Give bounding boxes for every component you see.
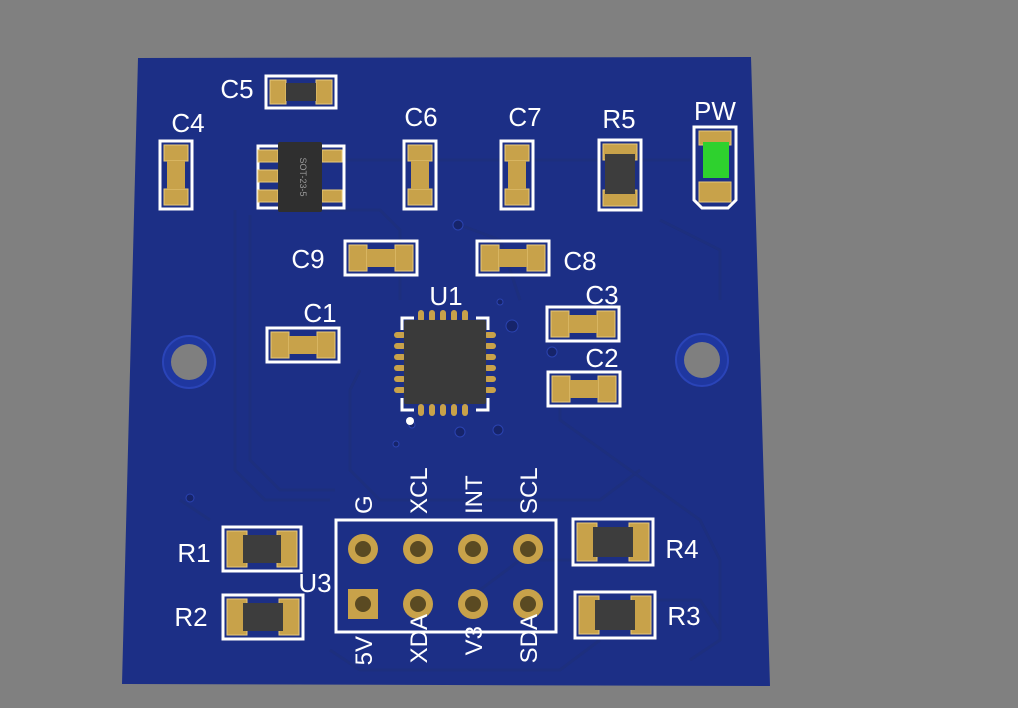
label-c5: C5 (220, 74, 253, 104)
led-pw: PW (692, 96, 738, 210)
pin-header-u3: U3 G XCL INT SCL 5V XDA (298, 467, 558, 665)
label-r3: R3 (667, 601, 700, 631)
header-pin-sda (513, 589, 543, 619)
capacitor-c1: C1 (265, 298, 341, 364)
label-u1: U1 (429, 281, 462, 311)
resistor-r2: R2 (174, 593, 305, 641)
resistor-r4: R4 (571, 517, 699, 567)
pin-label-sda: SDA (516, 614, 543, 663)
label-c7: C7 (508, 102, 541, 132)
pin-label-v3: V3 (461, 626, 488, 655)
resistor-r5: R5 (597, 104, 643, 212)
ic-u1: U1 (394, 281, 496, 425)
capacitor-c8: C8 (475, 239, 597, 277)
header-pin-v3 (458, 589, 488, 619)
label-r4: R4 (665, 534, 698, 564)
capacitor-c2: C2 (546, 343, 622, 408)
header-pin-5v (348, 589, 378, 619)
mounting-hole-left (162, 335, 216, 389)
header-pin-scl (513, 534, 543, 564)
label-c1: C1 (303, 298, 336, 328)
mounting-hole-right (675, 333, 729, 387)
ic-sot23: SOT-23-5 (256, 142, 346, 212)
header-pin-int (458, 534, 488, 564)
header-pin-xda (403, 589, 433, 619)
label-pw: PW (694, 96, 736, 126)
vias (185, 219, 558, 503)
label-r1: R1 (177, 538, 210, 568)
label-u3: U3 (298, 568, 331, 598)
label-r5: R5 (602, 104, 635, 134)
pin-label-scl: SCL (516, 467, 543, 514)
capacitor-c3: C3 (545, 280, 621, 343)
label-r2: R2 (174, 602, 207, 632)
label-c3: C3 (585, 280, 618, 310)
capacitor-c7: C7 (499, 102, 542, 211)
pin-label-xcl: XCL (406, 467, 433, 514)
resistor-r3: R3 (573, 590, 701, 640)
label-c9: C9 (291, 244, 324, 274)
label-c6: C6 (404, 102, 437, 132)
resistor-r1: R1 (177, 525, 303, 573)
capacitor-c6: C6 (402, 102, 438, 211)
label-c4: C4 (171, 108, 204, 138)
pin-label-xda: XDA (406, 614, 433, 663)
capacitor-c5: C5 (220, 74, 338, 110)
header-pin-xcl (403, 534, 433, 564)
pin-label-5v: 5V (351, 636, 378, 665)
header-pin-g (348, 534, 378, 564)
pin-label-int: INT (461, 475, 488, 514)
pin-label-g: G (351, 495, 378, 514)
capacitor-c4: C4 (158, 108, 205, 211)
ic-marking: SOT-23-5 (298, 157, 308, 196)
label-c2: C2 (585, 343, 618, 373)
label-c8: C8 (563, 246, 596, 276)
capacitor-c9: C9 (291, 239, 419, 277)
